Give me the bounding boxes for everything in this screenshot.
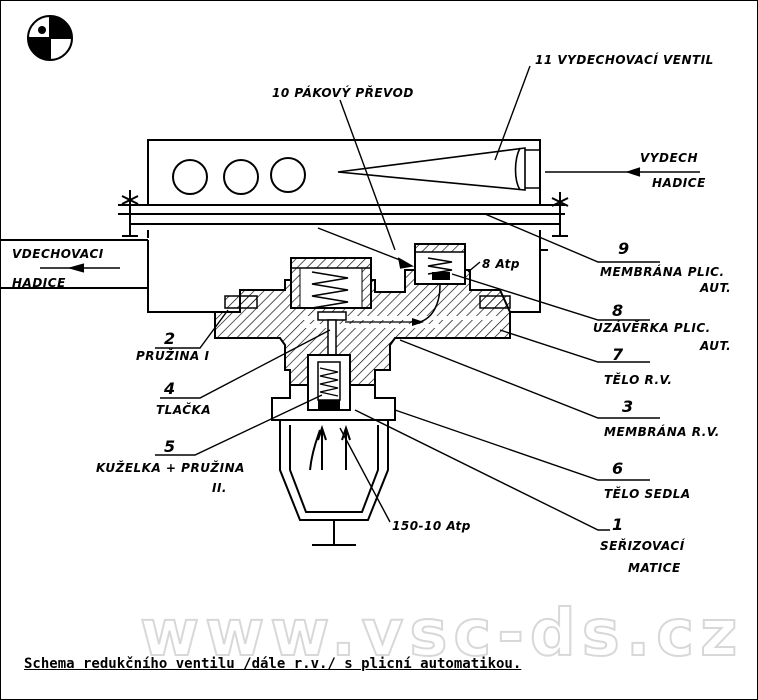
label-membrane-rv: MEMBRÁNA R.V. [604, 424, 720, 439]
watermark: www.vsc-ds.cz [140, 597, 743, 671]
label-spring-1: PRUŽINA I [136, 348, 209, 363]
label-vdechovaci: VDECHOVACI [12, 247, 104, 261]
label-pusher: TLAČKA [156, 402, 211, 417]
num-8: 8 [612, 301, 623, 320]
exhaust-holes [172, 157, 306, 195]
label-hadice-left: HADICE [12, 276, 66, 290]
label-nut: MATICE [628, 561, 681, 575]
num-1: 1 [612, 515, 623, 534]
label-closure-lung: UZÁVĚRKA PLIC. [593, 320, 711, 335]
exhaust-valve [337, 147, 700, 191]
valve-housing [0, 139, 569, 313]
label-lever: 10 PÁKOVÝ PŘEVOD [272, 85, 414, 100]
label-150-atp: 150-10 Atp [392, 519, 471, 533]
label-vydech: VYDECH [640, 151, 698, 165]
label-membrane-lung: MEMBRÁNA PLIC. [600, 264, 725, 279]
label-adjusting: SEŘIZOVACÍ [600, 538, 686, 553]
num-5: 5 [164, 437, 175, 456]
num-4: 4 [163, 379, 175, 398]
label-spring-2: II. [212, 481, 227, 495]
seat-body [271, 385, 396, 546]
label-hadice-right: HADICE [652, 176, 706, 190]
num-2: 2 [164, 329, 175, 348]
leader-lines [40, 65, 660, 531]
label-cone-spring: KUŽELKA + PRUŽINA [96, 460, 245, 475]
label-body-rv: TĚLO R.V. [604, 372, 672, 387]
label-exhaust-valve: 11 VYDECHOVACÍ VENTIL [535, 52, 714, 67]
figure-caption: Schema redukčního ventilu /dále r.v./ s … [24, 656, 522, 672]
num-6: 6 [612, 459, 623, 478]
logo [27, 15, 73, 61]
label-seat-body: TĚLO SEDLA [604, 486, 691, 501]
num-9: 9 [618, 239, 629, 258]
regulator-body [214, 243, 511, 411]
label-membrane-lung-aut: AUT. [699, 281, 731, 295]
label-8-atp: 8 Atp [482, 257, 520, 271]
num-3: 3 [622, 397, 633, 416]
num-7: 7 [612, 345, 624, 364]
label-closure-lung-aut: AUT. [699, 339, 731, 353]
